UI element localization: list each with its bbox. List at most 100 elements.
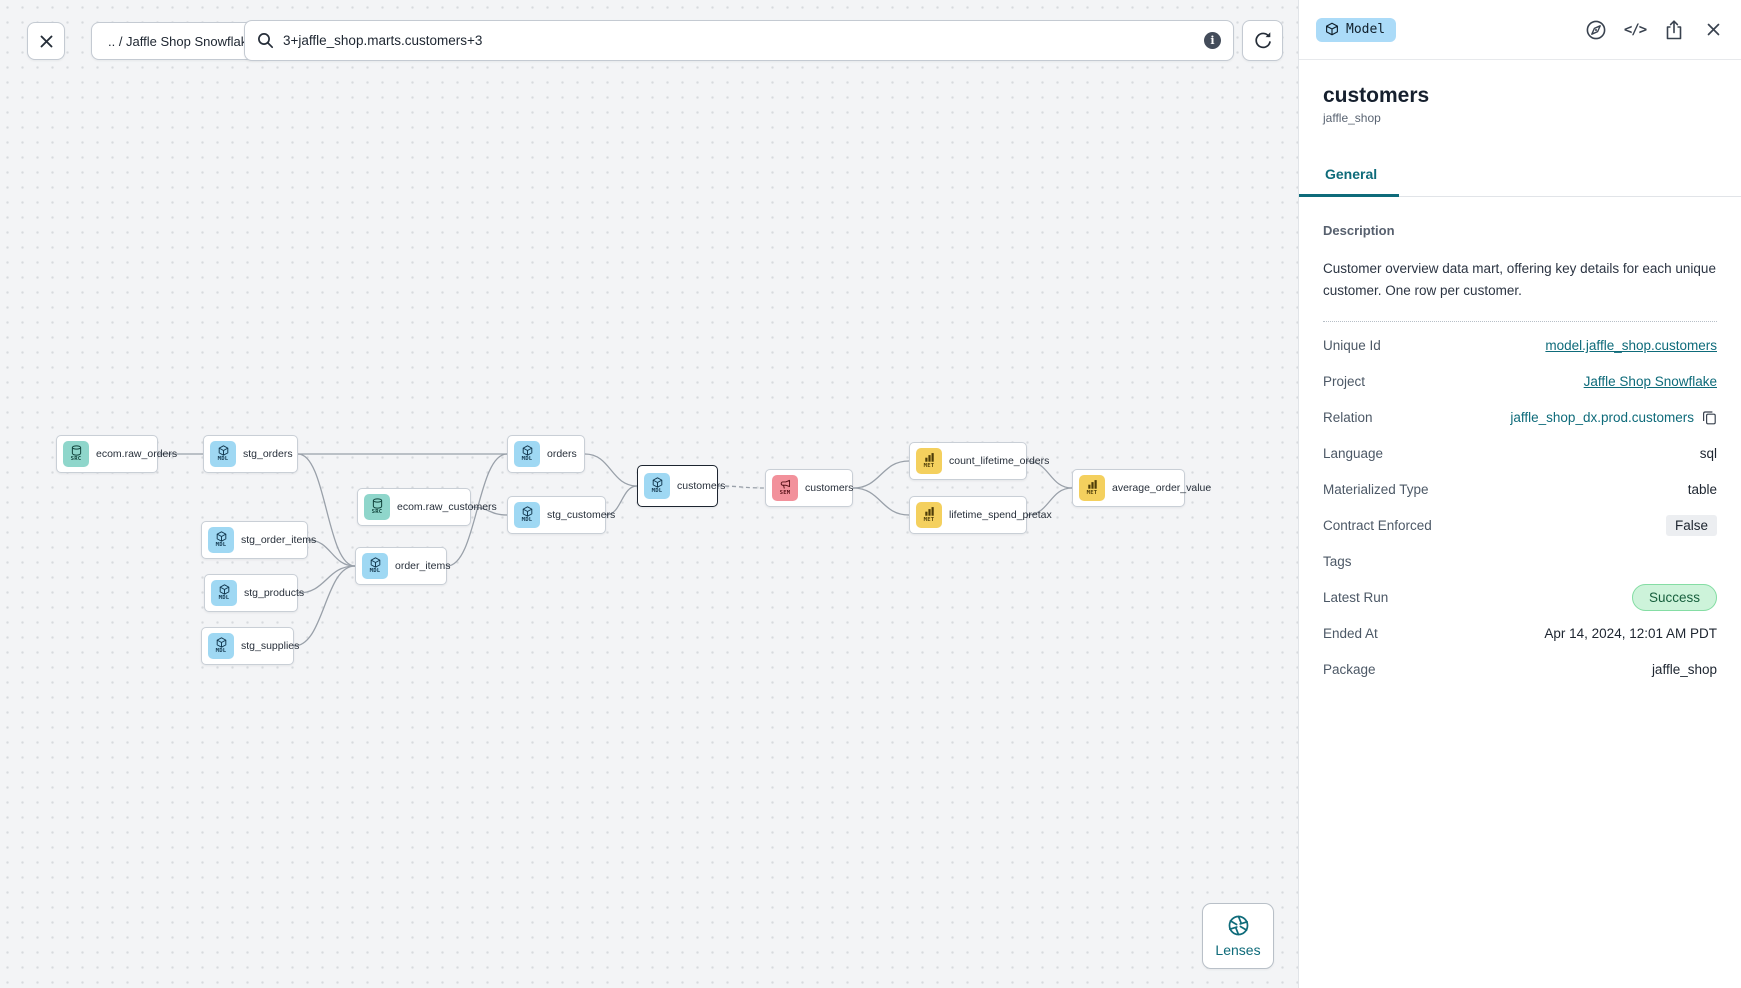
graph-node-orders[interactable]: MDL orders: [507, 435, 585, 473]
panel-tabs: General: [1299, 155, 1741, 197]
graph-node-average_order_value[interactable]: MET average_order_value: [1072, 469, 1211, 507]
graph-node-customers_sem[interactable]: SEM customers: [765, 469, 853, 507]
database-icon: SRC: [364, 494, 390, 520]
close-panel-button[interactable]: [1701, 18, 1725, 42]
info-icon[interactable]: i: [1204, 32, 1221, 49]
share-icon: [1666, 19, 1682, 39]
detail-value-link[interactable]: Jaffle Shop Snowflake: [1583, 374, 1717, 390]
selector-search[interactable]: i: [244, 20, 1234, 61]
detail-value: sql: [1699, 446, 1717, 462]
bar-chart-icon: MET: [916, 448, 942, 474]
selector-search-input[interactable]: [283, 33, 1195, 48]
view-code-button[interactable]: </>: [1623, 21, 1647, 38]
cube-icon: MDL: [644, 473, 670, 499]
detail-label: Tags: [1323, 554, 1352, 570]
megaphone-icon: SEM: [772, 475, 798, 501]
node-label: order_items: [395, 560, 451, 572]
close-graph-button[interactable]: [27, 22, 65, 60]
divider: [1323, 320, 1717, 322]
aperture-icon: [1228, 915, 1248, 936]
model-title: customers: [1323, 84, 1430, 107]
cube-icon: MDL: [208, 527, 234, 553]
graph-node-raw_customers[interactable]: SRC ecom.raw_customers: [357, 488, 497, 526]
node-label: stg_orders: [243, 448, 293, 460]
detail-value: table: [1687, 482, 1717, 498]
detail-row-materialized-type: Materialized Type table: [1323, 472, 1717, 508]
detail-label: Unique Id: [1323, 338, 1381, 354]
share-button[interactable]: [1662, 18, 1686, 42]
lineage-edges: [157, 453, 1073, 647]
cube-icon: MDL: [514, 441, 540, 467]
graph-node-customers[interactable]: MDL customers: [637, 465, 725, 507]
breadcrumb[interactable]: .. / Jaffle Shop Snowflake: [91, 22, 272, 60]
graph-node-stg_orders[interactable]: MDL stg_orders: [203, 435, 298, 473]
detail-value-link[interactable]: model.jaffle_shop.customers: [1545, 338, 1717, 354]
cube-icon: MDL: [362, 553, 388, 579]
detail-label: Relation: [1323, 410, 1373, 426]
detail-value: Apr 14, 2024, 12:01 AM PDT: [1544, 626, 1717, 642]
node-label: orders: [547, 448, 577, 460]
refresh-icon: [1255, 32, 1271, 49]
detail-value: jaffle_shop_dx.prod.customers: [1510, 410, 1717, 425]
node-label: count_lifetime_orders: [949, 455, 1050, 467]
node-label: stg_order_items: [241, 534, 317, 546]
detail-label: Package: [1323, 662, 1376, 678]
node-label: stg_products: [244, 587, 305, 599]
detail-row-relation: Relation jaffle_shop_dx.prod.customers: [1323, 400, 1717, 436]
detail-label: Materialized Type: [1323, 482, 1429, 498]
node-label: customers: [677, 480, 726, 492]
detail-row-unique-id: Unique Id model.jaffle_shop.customers: [1323, 328, 1717, 364]
node-label: average_order_value: [1112, 482, 1212, 494]
bar-chart-icon: MET: [916, 502, 942, 528]
panel-header: Model </>: [1299, 0, 1741, 60]
resource-type-badge: Model: [1316, 17, 1397, 42]
close-icon: [40, 35, 52, 47]
cube-icon: MDL: [210, 441, 236, 467]
lenses-button[interactable]: Lenses: [1202, 903, 1274, 969]
lenses-label: Lenses: [1215, 942, 1261, 958]
cube-icon: [1326, 22, 1338, 36]
explore-button[interactable]: [1584, 18, 1608, 42]
graph-node-raw_orders[interactable]: SRC ecom.raw_orders: [56, 435, 177, 473]
detail-row-language: Language sql: [1323, 436, 1717, 472]
cube-icon: MDL: [514, 502, 540, 528]
refresh-button[interactable]: [1242, 20, 1283, 61]
details-panel: Model </>: [1298, 0, 1741, 988]
description-heading: Description: [1323, 223, 1395, 238]
graph-node-stg_supplies[interactable]: MDL stg_supplies: [201, 627, 299, 665]
database-icon: SRC: [63, 441, 89, 467]
graph-node-lifetime_spend_pretax[interactable]: MET lifetime_spend_pretax: [909, 496, 1052, 534]
node-label: stg_supplies: [241, 640, 300, 652]
graph-node-order_items[interactable]: MDL order_items: [355, 547, 451, 585]
detail-row-tags: Tags: [1323, 544, 1717, 580]
detail-value: model.jaffle_shop.customers: [1545, 338, 1717, 353]
cube-icon: MDL: [211, 580, 237, 606]
copy-icon: [1703, 411, 1716, 425]
relation-value: jaffle_shop_dx.prod.customers: [1510, 410, 1694, 426]
graph-node-stg_order_items[interactable]: MDL stg_order_items: [201, 521, 316, 559]
node-label: ecom.raw_customers: [397, 501, 497, 513]
tab-general[interactable]: General: [1299, 155, 1400, 197]
detail-value: jaffle_shop: [1651, 662, 1717, 678]
node-label: ecom.raw_orders: [96, 448, 178, 460]
compass-icon: [1586, 20, 1606, 39]
node-label: customers: [805, 482, 854, 494]
resource-type-label: Model: [1346, 21, 1386, 37]
close-icon: [1707, 23, 1719, 36]
cube-icon: MDL: [208, 633, 234, 659]
detail-value: Jaffle Shop Snowflake: [1584, 374, 1717, 389]
graph-node-count_lifetime_orders[interactable]: MET count_lifetime_orders: [909, 442, 1049, 480]
bar-chart-icon: MET: [1079, 475, 1105, 501]
node-label: lifetime_spend_pretax: [949, 509, 1052, 521]
detail-label: Language: [1323, 446, 1384, 462]
description-text: Customer overview data mart, offering ke…: [1323, 261, 1716, 299]
breadcrumb-label: .. / Jaffle Shop Snowflake: [108, 33, 255, 49]
copy-button[interactable]: [1702, 410, 1717, 425]
graph-node-stg_products[interactable]: MDL stg_products: [204, 574, 304, 612]
